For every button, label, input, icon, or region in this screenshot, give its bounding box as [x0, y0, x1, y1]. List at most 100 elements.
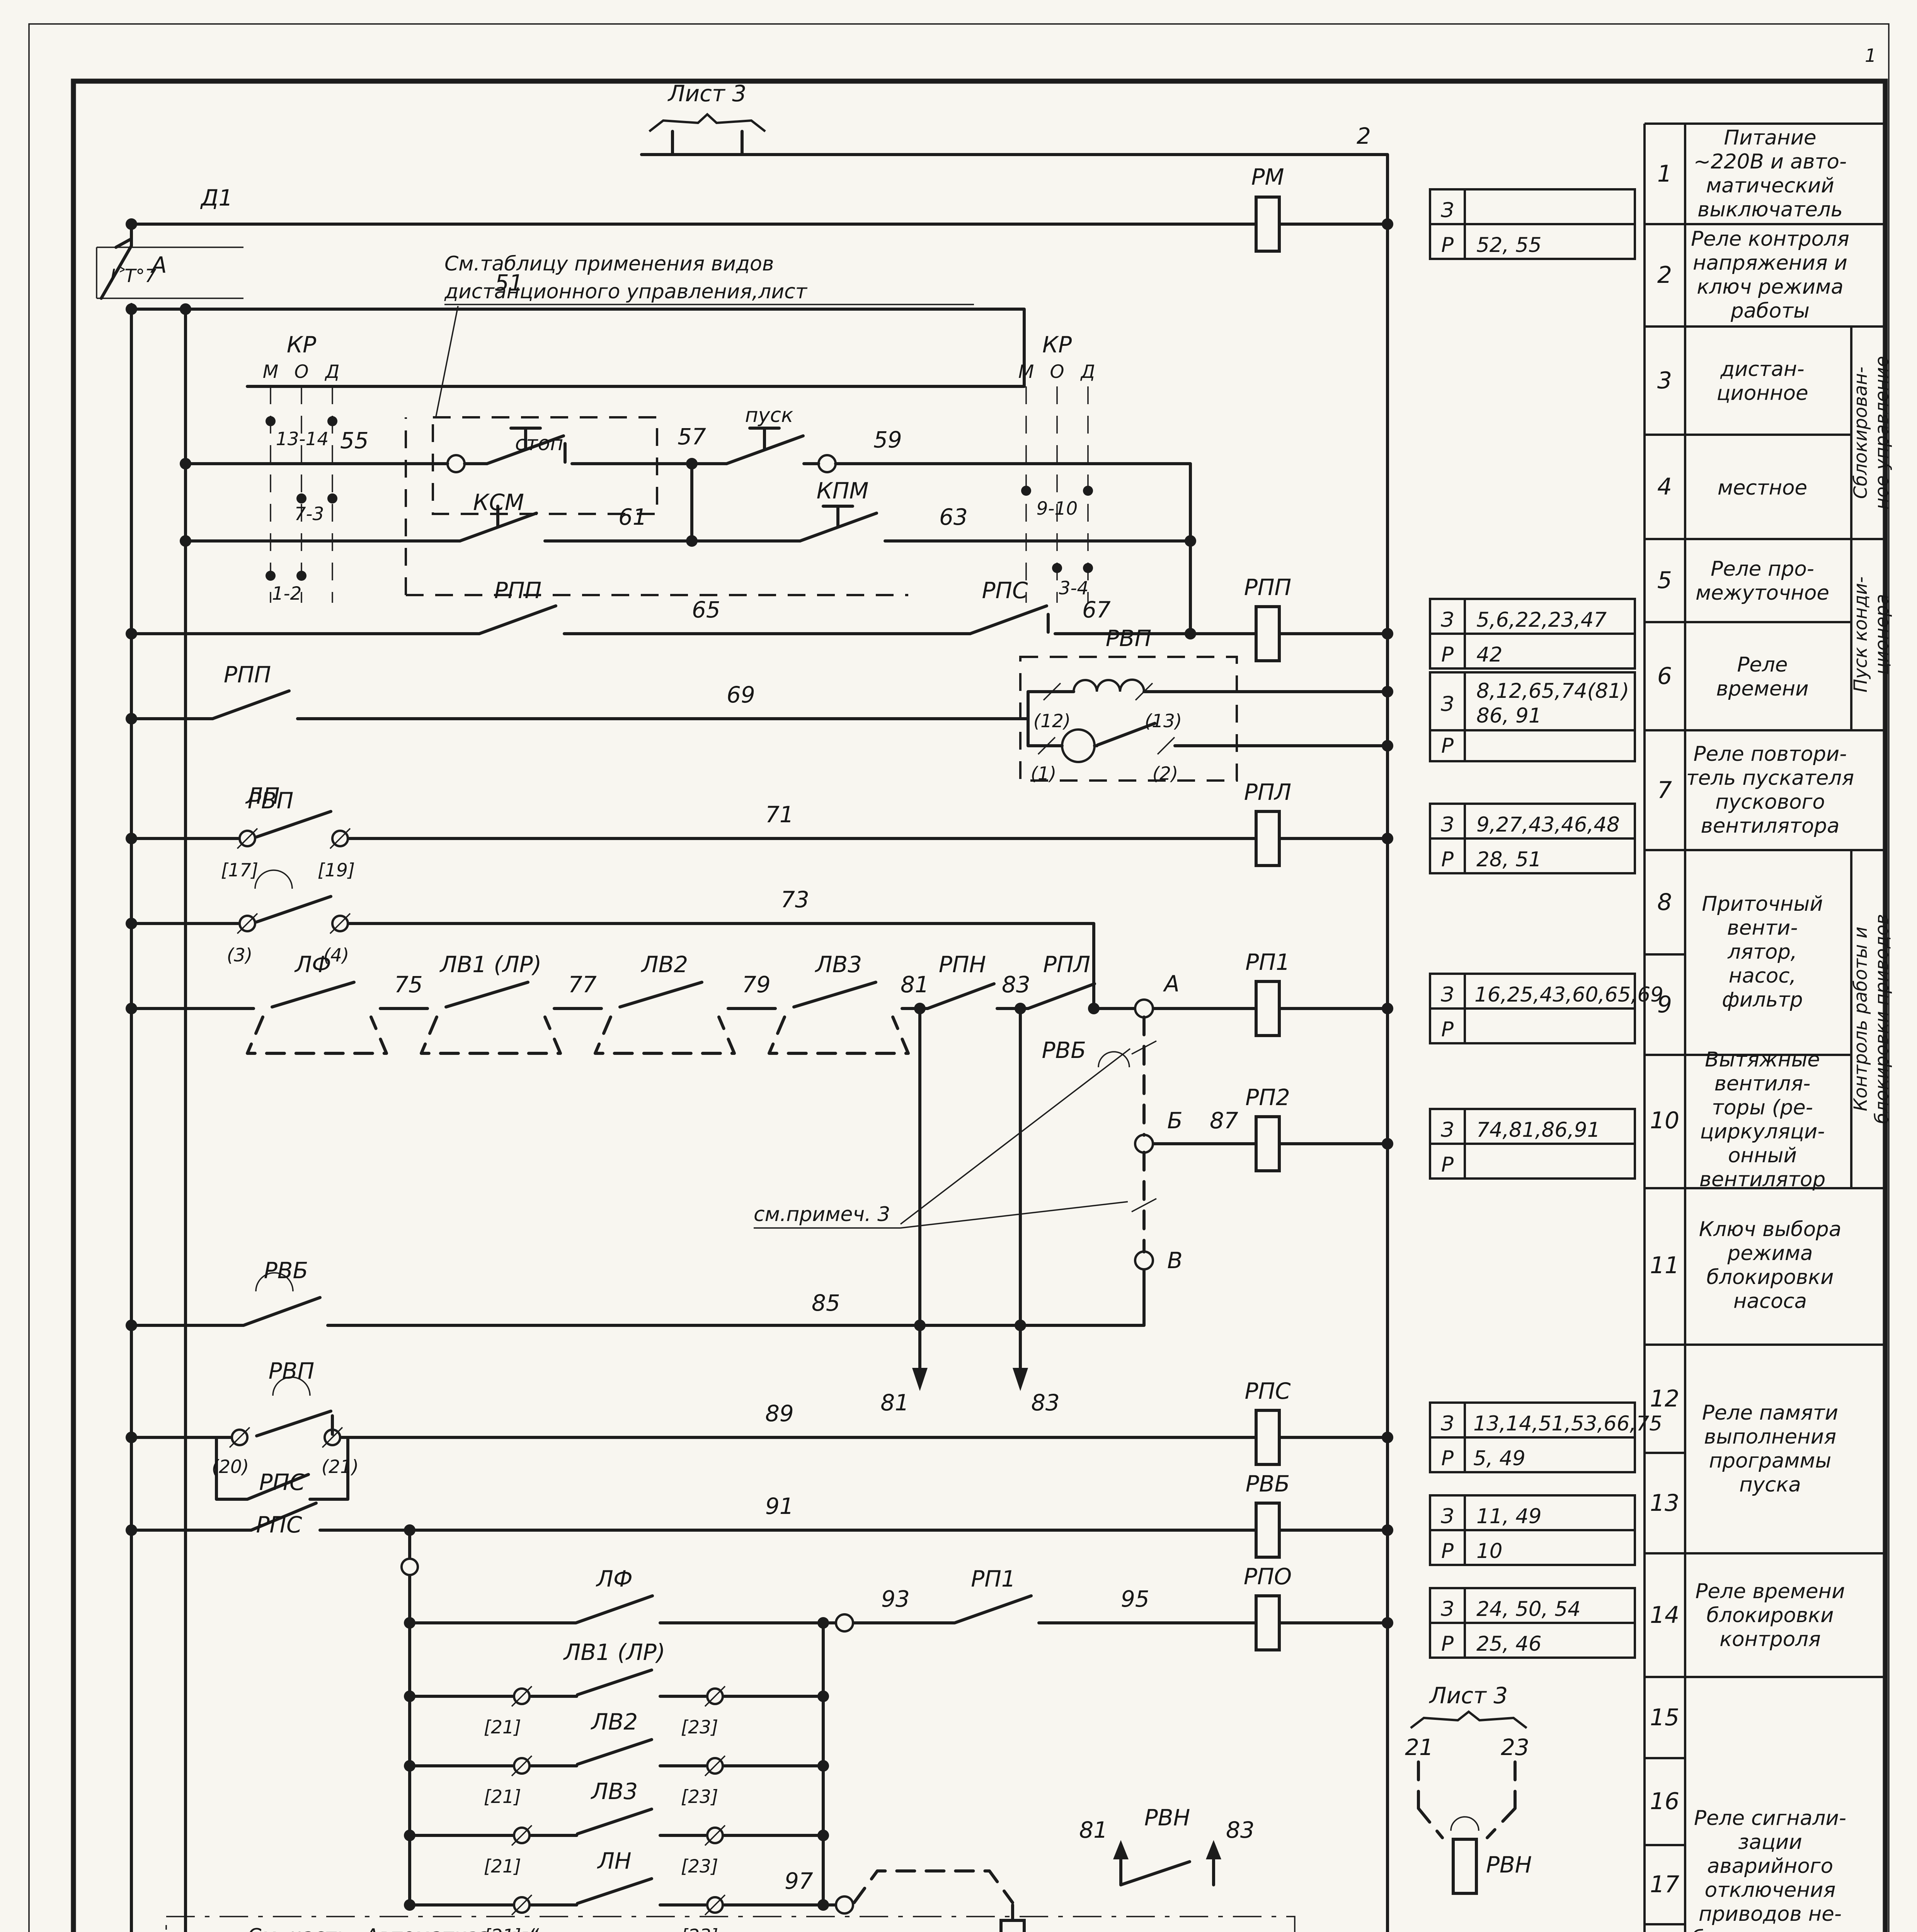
rpn-contact: РПН — [939, 951, 986, 978]
rps-contact-65: РПС — [982, 577, 1028, 604]
row-num: 1 — [1657, 160, 1672, 187]
z-letter: З — [1441, 813, 1454, 837]
rps-coil: РПС — [1245, 1378, 1291, 1404]
rvp-contact-73: РВП — [248, 787, 293, 814]
p-letter: Р — [1441, 1632, 1454, 1656]
rpo-coil: РПО — [1244, 1563, 1292, 1590]
wire-57: 57 — [678, 423, 706, 450]
p-vals: 52, 55 — [1476, 233, 1542, 257]
t23-4: [23] — [681, 1925, 718, 1932]
p-letter: Р — [1441, 848, 1454, 871]
node-83: 83 — [1002, 971, 1030, 998]
kr1-13-14: 13-14 — [276, 429, 329, 450]
relay-rm: РМ — [1251, 164, 1284, 190]
z-letter: З — [1441, 692, 1454, 716]
rpp-contact-65: РПП — [494, 577, 541, 604]
table-group-labels: Сблокирован-ное управление Пуск конди-ци… — [1850, 356, 1893, 1124]
kr1-1-2: 1-2 — [272, 583, 302, 604]
rpl-contact: РПЛ — [1043, 951, 1090, 978]
p-letter: Р — [1441, 233, 1454, 257]
term-b: Б — [1167, 1107, 1183, 1134]
z-letter: З — [1441, 983, 1454, 1007]
kr1: КР — [287, 332, 316, 358]
group-monitoring: Контроль работы иблокировки приводов — [1850, 914, 1893, 1124]
arrow-83: 83 — [1031, 1389, 1060, 1416]
t21-1: [21] — [484, 1717, 521, 1738]
term-20: (20) — [212, 1456, 249, 1478]
kr2-m: М — [1018, 361, 1034, 383]
lp-contact: ЛП — [245, 783, 279, 809]
row-num: 13 — [1650, 1490, 1679, 1517]
row-num: 2 — [1657, 262, 1672, 289]
ref-box-rpo: З Р 24, 50, 54 25, 46 — [1429, 1587, 1636, 1659]
wire-73: 73 — [781, 886, 809, 913]
rp1-contact: РП1 — [971, 1566, 1016, 1592]
ref-box-rvb: З Р 11, 49 10 — [1429, 1494, 1636, 1566]
z-vals: 24, 50, 54 — [1476, 1597, 1581, 1621]
wire-55: 55 — [340, 427, 369, 454]
p-vals: 5, 49 — [1473, 1447, 1525, 1470]
rp1-coil: РП1 — [1245, 949, 1290, 975]
row-num: 4 — [1657, 473, 1672, 500]
term-a: А — [1163, 971, 1180, 997]
see-table-1: См.таблицу применения видов — [444, 252, 774, 276]
see-table-2: дистанционного управления,лист — [444, 280, 808, 303]
lv3-contact: ЛВ3 — [815, 951, 862, 978]
kr2: КР — [1042, 332, 1072, 358]
row-num: 17 — [1650, 1871, 1679, 1898]
ln-nc: ЛН — [597, 1848, 631, 1874]
row-num: 3 — [1657, 367, 1672, 394]
t21-3: [21] — [484, 1856, 521, 1877]
wire-51: 51 — [495, 270, 523, 296]
rvb-mark: РВБ — [1042, 1037, 1086, 1063]
rvb-coil: РВБ — [1246, 1471, 1290, 1497]
p-letter: Р — [1441, 643, 1454, 667]
breaker-a: А — [150, 252, 167, 278]
z-vals: 8,12,65,74(81) — [1476, 679, 1629, 703]
p-letter: Р — [1441, 1018, 1454, 1041]
side-table: 1 2 3 4 5 6 7 8 9 10 11 12 13 14 15 16 1… — [1643, 122, 1893, 1932]
rps-contact-91: РПС — [259, 1469, 305, 1495]
z-letter: З — [1441, 1118, 1454, 1142]
rvp-t2: (2) — [1153, 763, 1178, 784]
p-vals: 28, 51 — [1476, 848, 1542, 871]
schematic-labels: Лист 3 2 Д1 I˃T°7 А РМ 51 КР М О Д 13-14… — [110, 80, 1532, 1932]
sheet-frame: 1 — [28, 23, 1890, 1932]
z-vals: 16,25,43,60,65,69 — [1474, 983, 1663, 1007]
wire-87: 87 — [1210, 1107, 1238, 1134]
kr2-d: Д — [1080, 361, 1095, 383]
wire-79: 79 — [742, 971, 771, 998]
row-text-5: Реле про-межуточное — [1696, 557, 1829, 605]
rvn-coil-1: РВН — [944, 1931, 989, 1932]
rvp-t13: (13) — [1145, 711, 1182, 732]
wire-67: 67 — [1082, 597, 1111, 623]
rvn-term-81: 81 — [1079, 1817, 1108, 1843]
ksm-contact: КСМ — [473, 489, 524, 515]
wire-77: 77 — [568, 971, 597, 998]
rvp-t1: (1) — [1031, 763, 1057, 784]
z-vals: 5,6,22,23,47 — [1476, 608, 1607, 632]
kr1-m: М — [263, 361, 279, 383]
rpp-contact-69: РПП — [224, 662, 271, 688]
lv2-contact: ЛВ2 — [641, 951, 688, 978]
kr1-d: Д — [325, 361, 340, 383]
kr1-o: О — [295, 361, 309, 383]
wire-59: 59 — [873, 427, 902, 453]
ref-box-rm: З Р 52, 55 — [1429, 188, 1636, 260]
term-17: [17] — [221, 860, 258, 881]
lv1-contact: ЛВ1 (ЛР) — [439, 951, 542, 978]
node-81: 81 — [901, 971, 929, 998]
row-num: 12 — [1650, 1385, 1679, 1412]
wire-d1: Д1 — [200, 185, 233, 211]
row-num: 6 — [1657, 663, 1672, 690]
kr2-3-4: 3-4 — [1059, 578, 1089, 599]
rpp-coil: РПП — [1244, 574, 1291, 600]
lv3-nc: ЛВ3 — [591, 1778, 638, 1804]
row-num: 11 — [1650, 1252, 1679, 1279]
wire-95: 95 — [1121, 1586, 1149, 1612]
